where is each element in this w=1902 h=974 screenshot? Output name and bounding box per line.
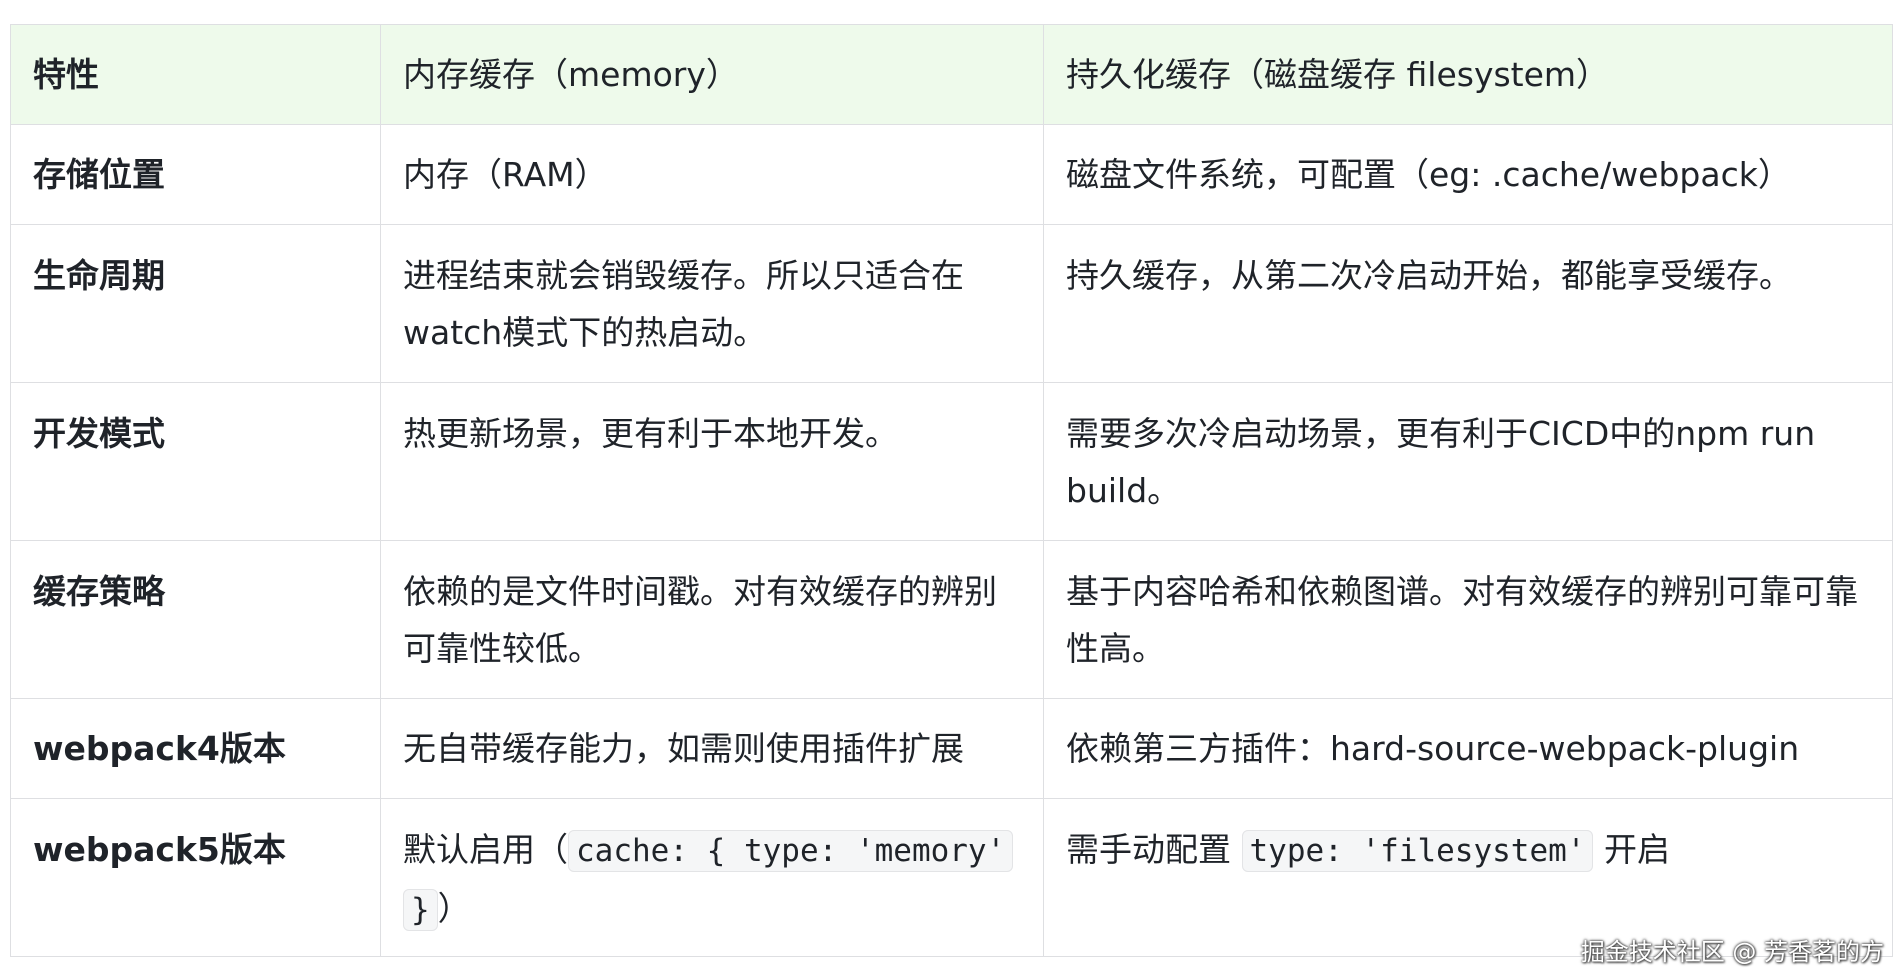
table-row: webpack4版本 无自带缓存能力，如需则使用插件扩展 依赖第三方插件：har… bbox=[10, 698, 1893, 799]
cache-comparison-table: 特性 内存缓存（memory） 持久化缓存（磁盘缓存 filesystem） 存… bbox=[10, 24, 1893, 957]
filesystem-cell: 需要多次冷启动场景，更有利于CICD中的npm run build。 bbox=[1043, 382, 1893, 541]
memory-cell: 默认启用（cache: { type: 'memory' }） bbox=[380, 798, 1044, 957]
table-row: 生命周期 进程结束就会销毁缓存。所以只适合在watch模式下的热启动。 持久缓存… bbox=[10, 224, 1893, 383]
row-key-cell: 存储位置 bbox=[10, 124, 381, 225]
watermark: 掘金技术社区 @ 芳香茗的方 bbox=[1580, 938, 1884, 966]
row-key-cell: webpack5版本 bbox=[10, 798, 381, 957]
memory-cell: 热更新场景，更有利于本地开发。 bbox=[380, 382, 1044, 541]
table-row: 开发模式 热更新场景，更有利于本地开发。 需要多次冷启动场景，更有利于CICD中… bbox=[10, 382, 1893, 541]
filesystem-text-prefix: 需手动配置 bbox=[1066, 830, 1242, 869]
filesystem-cell: 持久缓存，从第二次冷启动开始，都能享受缓存。 bbox=[1043, 224, 1893, 383]
row-key-cell: 缓存策略 bbox=[10, 540, 381, 699]
filesystem-cell: 基于内容哈希和依赖图谱。对有效缓存的辨别可靠可靠性高。 bbox=[1043, 540, 1893, 699]
memory-cell: 进程结束就会销毁缓存。所以只适合在watch模式下的热启动。 bbox=[380, 224, 1044, 383]
memory-cell: 无自带缓存能力，如需则使用插件扩展 bbox=[380, 698, 1044, 799]
memory-cell: 内存（RAM） bbox=[380, 124, 1044, 225]
filesystem-cell: 依赖第三方插件：hard-source-webpack-plugin bbox=[1043, 698, 1893, 799]
row-key-cell: 开发模式 bbox=[10, 382, 381, 541]
memory-text-prefix: 默认启用（ bbox=[403, 830, 568, 869]
table-header-row: 特性 内存缓存（memory） 持久化缓存（磁盘缓存 filesystem） bbox=[10, 24, 1893, 125]
filesystem-text-suffix: 开启 bbox=[1593, 830, 1670, 869]
table-row: 缓存策略 依赖的是文件时间戳。对有效缓存的辨别可靠性较低。 基于内容哈希和依赖图… bbox=[10, 540, 1893, 699]
memory-cell: 依赖的是文件时间戳。对有效缓存的辨别可靠性较低。 bbox=[380, 540, 1044, 699]
comparison-table-wrapper: 特性 内存缓存（memory） 持久化缓存（磁盘缓存 filesystem） 存… bbox=[10, 24, 1893, 957]
header-feature: 特性 bbox=[10, 24, 381, 125]
table-row: 存储位置 内存（RAM） 磁盘文件系统，可配置（eg: .cache/webpa… bbox=[10, 124, 1893, 225]
row-key-cell: webpack4版本 bbox=[10, 698, 381, 799]
filesystem-cell: 需手动配置 type: 'filesystem' 开启 bbox=[1043, 798, 1893, 957]
inline-code-filesystem: type: 'filesystem' bbox=[1241, 830, 1594, 872]
filesystem-cell: 磁盘文件系统，可配置（eg: .cache/webpack） bbox=[1043, 124, 1893, 225]
table-row: webpack5版本 默认启用（cache: { type: 'memory' … bbox=[10, 798, 1893, 957]
header-filesystem-cache: 持久化缓存（磁盘缓存 filesystem） bbox=[1043, 24, 1893, 125]
row-key-cell: 生命周期 bbox=[10, 224, 381, 383]
memory-text-suffix: ） bbox=[437, 889, 471, 928]
header-memory-cache: 内存缓存（memory） bbox=[380, 24, 1044, 125]
